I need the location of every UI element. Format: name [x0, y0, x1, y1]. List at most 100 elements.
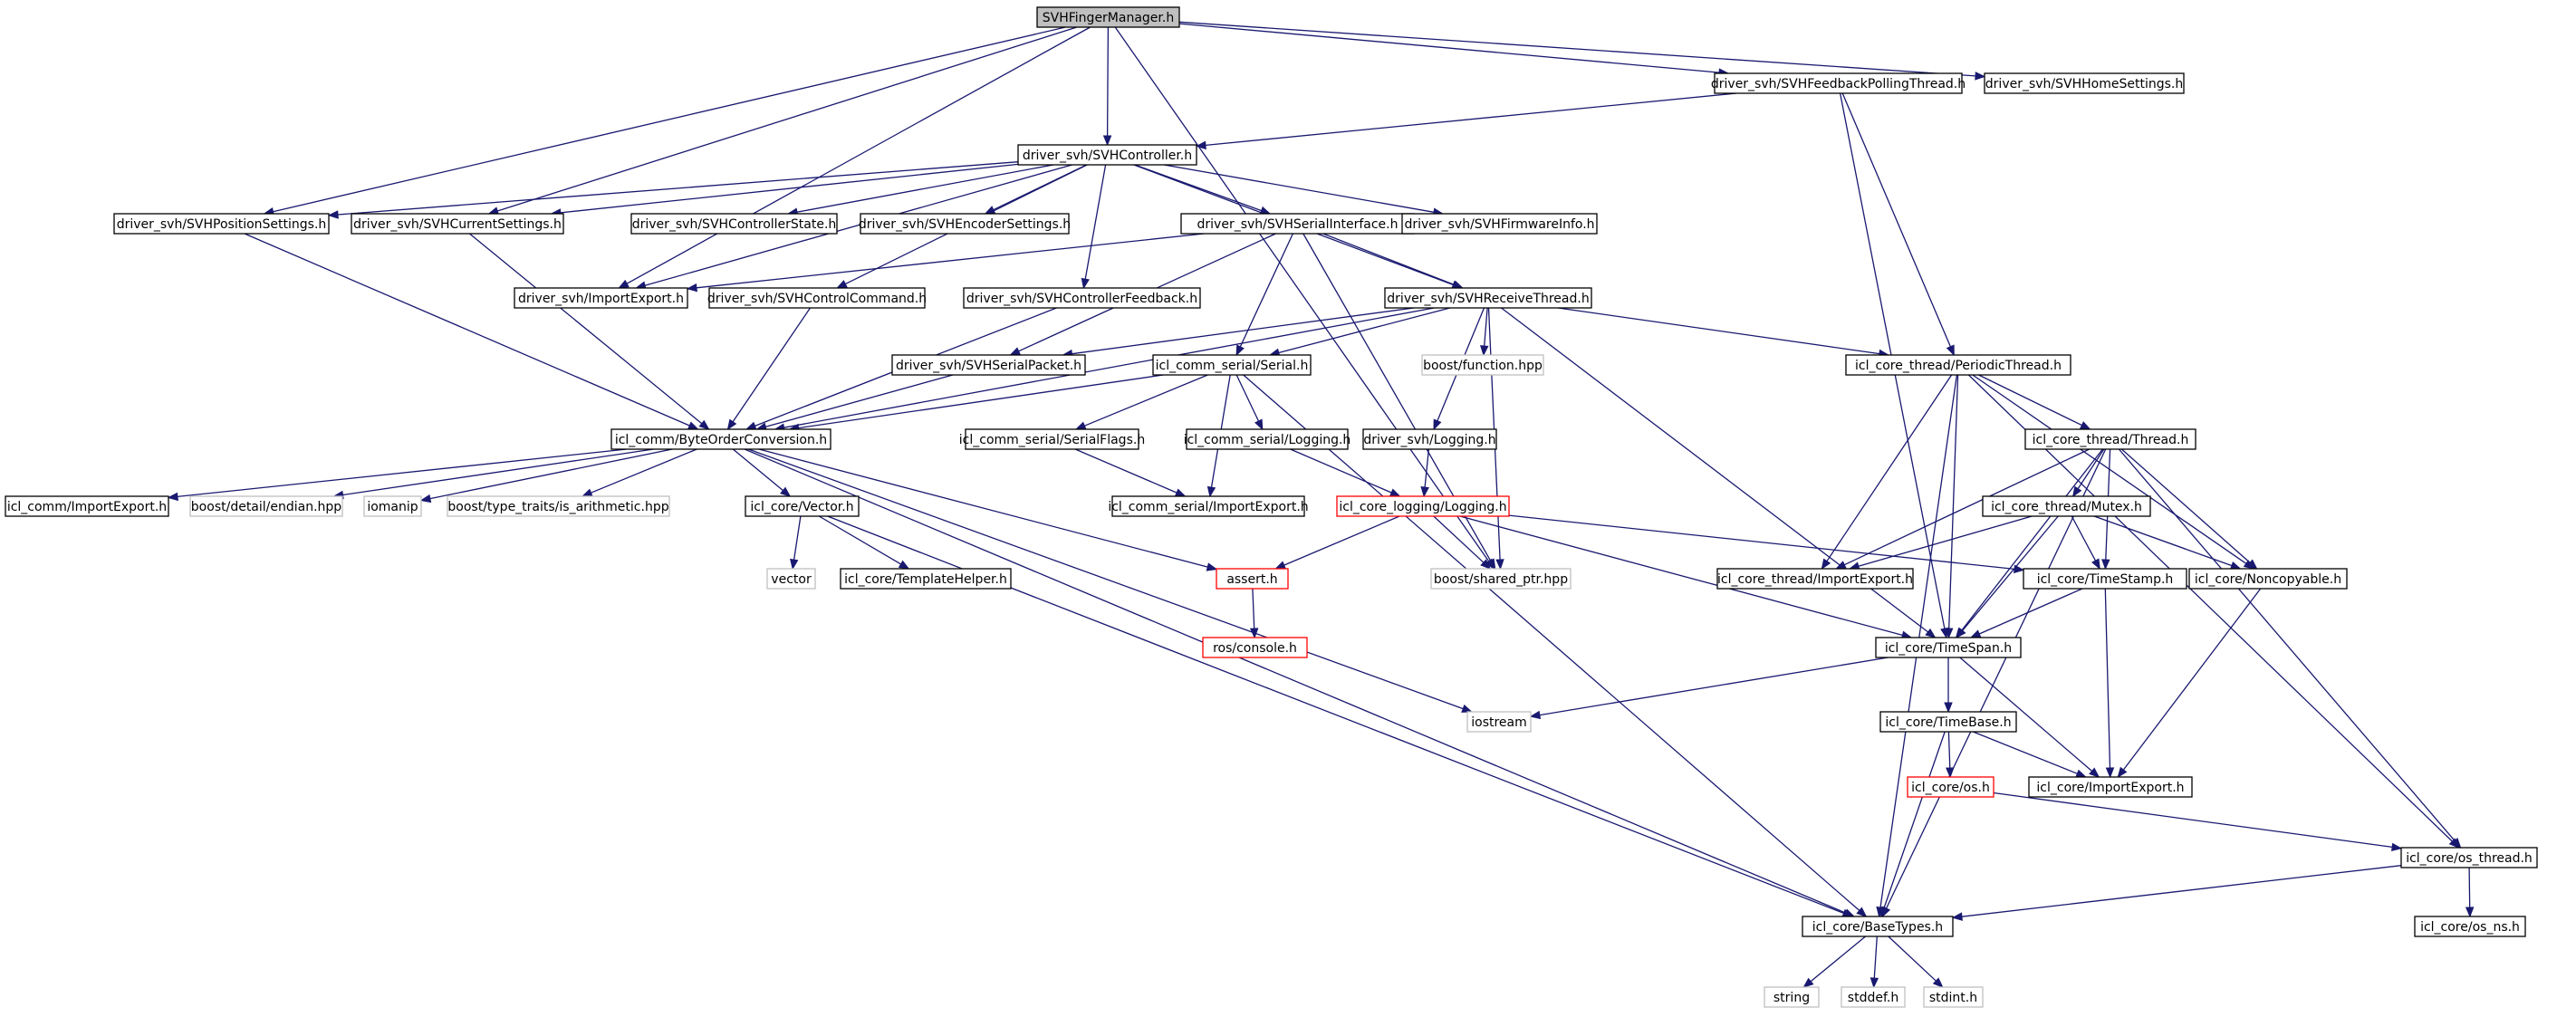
edge-byteorder-to-basetypes	[744, 448, 1856, 917]
node-timespan[interactable]: icl_core/TimeSpan.h	[1875, 637, 2022, 658]
node-string: string	[1764, 986, 1820, 1008]
node-noncopy[interactable]: icl_core/Noncopyable.h	[2188, 568, 2348, 590]
node-periodic[interactable]: icl_core_thread/PeriodicThread.h	[1845, 354, 2071, 376]
node-ctrlcmd[interactable]: driver_svh/SVHControlCommand.h	[707, 287, 927, 309]
node-label: icl_core/os_ns.h	[2420, 920, 2520, 935]
node-label: icl_core_thread/PeriodicThread.h	[1855, 359, 2062, 373]
node-label: driver_svh/SVHControlCommand.h	[707, 292, 927, 306]
edge-fbthread-to-controller	[1195, 92, 1737, 150]
node-assert[interactable]: assert.h	[1216, 568, 1289, 590]
node-box	[5, 495, 169, 517]
node-recvthread[interactable]: driver_svh/SVHReceiveThread.h	[1384, 287, 1592, 309]
node-timestamp[interactable]: icl_core/TimeStamp.h	[2023, 568, 2187, 590]
node-ctrlfb[interactable]: driver_svh/SVHControllerFeedback.h	[963, 287, 1201, 309]
edge-serpacket-to-byteorder	[755, 374, 954, 431]
node-box	[1923, 986, 1984, 1008]
edge-thread-to-mutex	[2071, 448, 2105, 498]
node-box	[351, 213, 564, 235]
node-label: SVHFingerManager.h	[1043, 11, 1174, 25]
edge-logging-to-assert	[1274, 515, 1400, 570]
edge-serflags-to-serie	[1074, 448, 1187, 497]
edge-mutex-to-timespan	[1956, 515, 2059, 639]
node-label: driver_svh/SVHController.h	[1023, 149, 1192, 163]
node-rosconsole[interactable]: ros/console.h	[1202, 637, 1308, 658]
node-box	[708, 287, 926, 309]
node-osns[interactable]: icl_core/os_ns.h	[2414, 916, 2526, 937]
node-label: driver_svh/SVHControllerState.h	[632, 217, 837, 232]
node-osthread[interactable]: icl_core/os_thread.h	[2400, 847, 2538, 868]
node-box	[1875, 637, 2022, 658]
node-cursettings[interactable]: driver_svh/SVHCurrentSettings.h	[351, 213, 564, 235]
edge-byteorder-to-iomanip	[419, 448, 673, 504]
node-stdint: stdint.h	[1923, 986, 1984, 1008]
node-label: icl_core/TimeBase.h	[1885, 715, 2011, 730]
node-serpacket[interactable]: driver_svh/SVHSerialPacket.h	[891, 354, 1086, 376]
node-box	[113, 213, 330, 235]
node-byteorder[interactable]: icl_comm/ByteOrderConversion.h	[610, 428, 831, 450]
node-importexport[interactable]: driver_svh/ImportExport.h	[514, 287, 688, 309]
node-osh[interactable]: icl_core/os.h	[1907, 776, 1994, 798]
node-label: driver_svh/SVHSerialPacket.h	[896, 359, 1081, 373]
node-basetypes[interactable]: icl_core/BaseTypes.h	[1802, 916, 1954, 937]
node-vectorh[interactable]: icl_core/Vector.h	[745, 495, 860, 517]
node-stddef: stddef.h	[1841, 986, 1906, 1008]
node-serial[interactable]: icl_comm_serial/Serial.h	[1152, 354, 1312, 376]
edge-serial-to-byteorder	[788, 374, 1164, 433]
edge-root-to-cursettings	[487, 26, 1077, 216]
node-threadie[interactable]: icl_core_thread/ImportExport.h	[1716, 568, 1914, 590]
node-fbthread[interactable]: driver_svh/SVHFeedbackPollingThread.h	[1711, 72, 1966, 94]
edge-periodic-to-thread	[1978, 374, 2091, 430]
node-box	[745, 495, 860, 517]
node-label: icl_core/Noncopyable.h	[2195, 572, 2341, 587]
node-homesettings[interactable]: driver_svh/SVHHomeSettings.h	[1984, 72, 2185, 94]
edge-logging-to-timestamp	[1508, 514, 2025, 574]
node-serlogging[interactable]: icl_comm_serial/Logging.h	[1184, 428, 1351, 450]
node-mutex[interactable]: icl_core_thread/Mutex.h	[1982, 495, 2151, 517]
edge-serialif-to-importexport	[686, 233, 1205, 293]
edge-byteorder-to-commie	[167, 448, 627, 502]
node-serialif[interactable]: driver_svh/SVHSerialInterface.h	[1180, 213, 1415, 235]
node-label: icl_comm_serial/ImportExport.h	[1108, 500, 1308, 514]
node-label: icl_comm/ImportExport.h	[7, 500, 167, 514]
node-coreie[interactable]: icl_core/ImportExport.h	[2028, 776, 2193, 798]
node-label: icl_core/TemplateHelper.h	[844, 572, 1007, 587]
edge-timebase-to-osh	[1946, 731, 1955, 779]
node-controller[interactable]: driver_svh/SVHController.h	[1017, 144, 1197, 166]
node-label: icl_core/os_thread.h	[2406, 851, 2533, 866]
node-logging[interactable]: icl_core_logging/Logging.h	[1336, 495, 1510, 517]
node-box	[1202, 637, 1308, 658]
edge-periodic-to-threadie	[1821, 374, 1953, 571]
node-serie[interactable]: icl_comm_serial/ImportExport.h	[1108, 495, 1309, 517]
node-box	[1111, 495, 1305, 517]
edge-possettings-to-byteorder	[244, 233, 699, 430]
nodes-layer: SVHFingerManager.h driver_svh/SVHFeedback…	[5, 6, 2538, 1008]
node-box	[2188, 568, 2348, 590]
node-commie[interactable]: icl_comm/ImportExport.h	[5, 495, 169, 517]
node-box	[1714, 72, 1963, 94]
node-encsettings[interactable]: driver_svh/SVHEncoderSettings.h	[859, 213, 1071, 235]
node-possettings[interactable]: driver_svh/SVHPositionSettings.h	[113, 213, 330, 235]
node-ctrlstate[interactable]: driver_svh/SVHControllerState.h	[630, 213, 838, 235]
node-root[interactable]: SVHFingerManager.h	[1036, 6, 1180, 28]
node-box	[1152, 354, 1312, 376]
edge-timespan-to-coreie	[1959, 657, 2100, 778]
node-box	[965, 428, 1139, 450]
node-label: icl_core_logging/Logging.h	[1339, 500, 1506, 514]
node-timebase[interactable]: icl_core/TimeBase.h	[1879, 711, 2017, 733]
node-svhlogging[interactable]: driver_svh/Logging.h	[1362, 428, 1497, 450]
node-label: ros/console.h	[1213, 641, 1297, 656]
edge-osh-to-osthread	[1993, 792, 2403, 852]
edge-serlogging-to-logging	[1290, 448, 1401, 497]
edge-logging-to-sharedptr	[1433, 515, 1492, 570]
node-fwinfo[interactable]: driver_svh/SVHFirmwareInfo.h	[1401, 213, 1598, 235]
node-box	[189, 495, 343, 517]
node-label: icl_comm_serial/Logging.h	[1184, 433, 1351, 447]
node-label: icl_core_thread/Mutex.h	[1991, 500, 2142, 514]
node-label: driver_svh/SVHEncoderSettings.h	[859, 217, 1071, 232]
node-thread[interactable]: icl_core_thread/Thread.h	[2024, 428, 2196, 450]
node-box	[630, 213, 838, 235]
node-label: boost/type_traits/is_arithmetic.hpp	[447, 500, 668, 514]
node-serflags[interactable]: icl_comm_serial/SerialFlags.h	[959, 428, 1145, 450]
node-tmplhelper[interactable]: icl_core/TemplateHelper.h	[840, 568, 1012, 590]
